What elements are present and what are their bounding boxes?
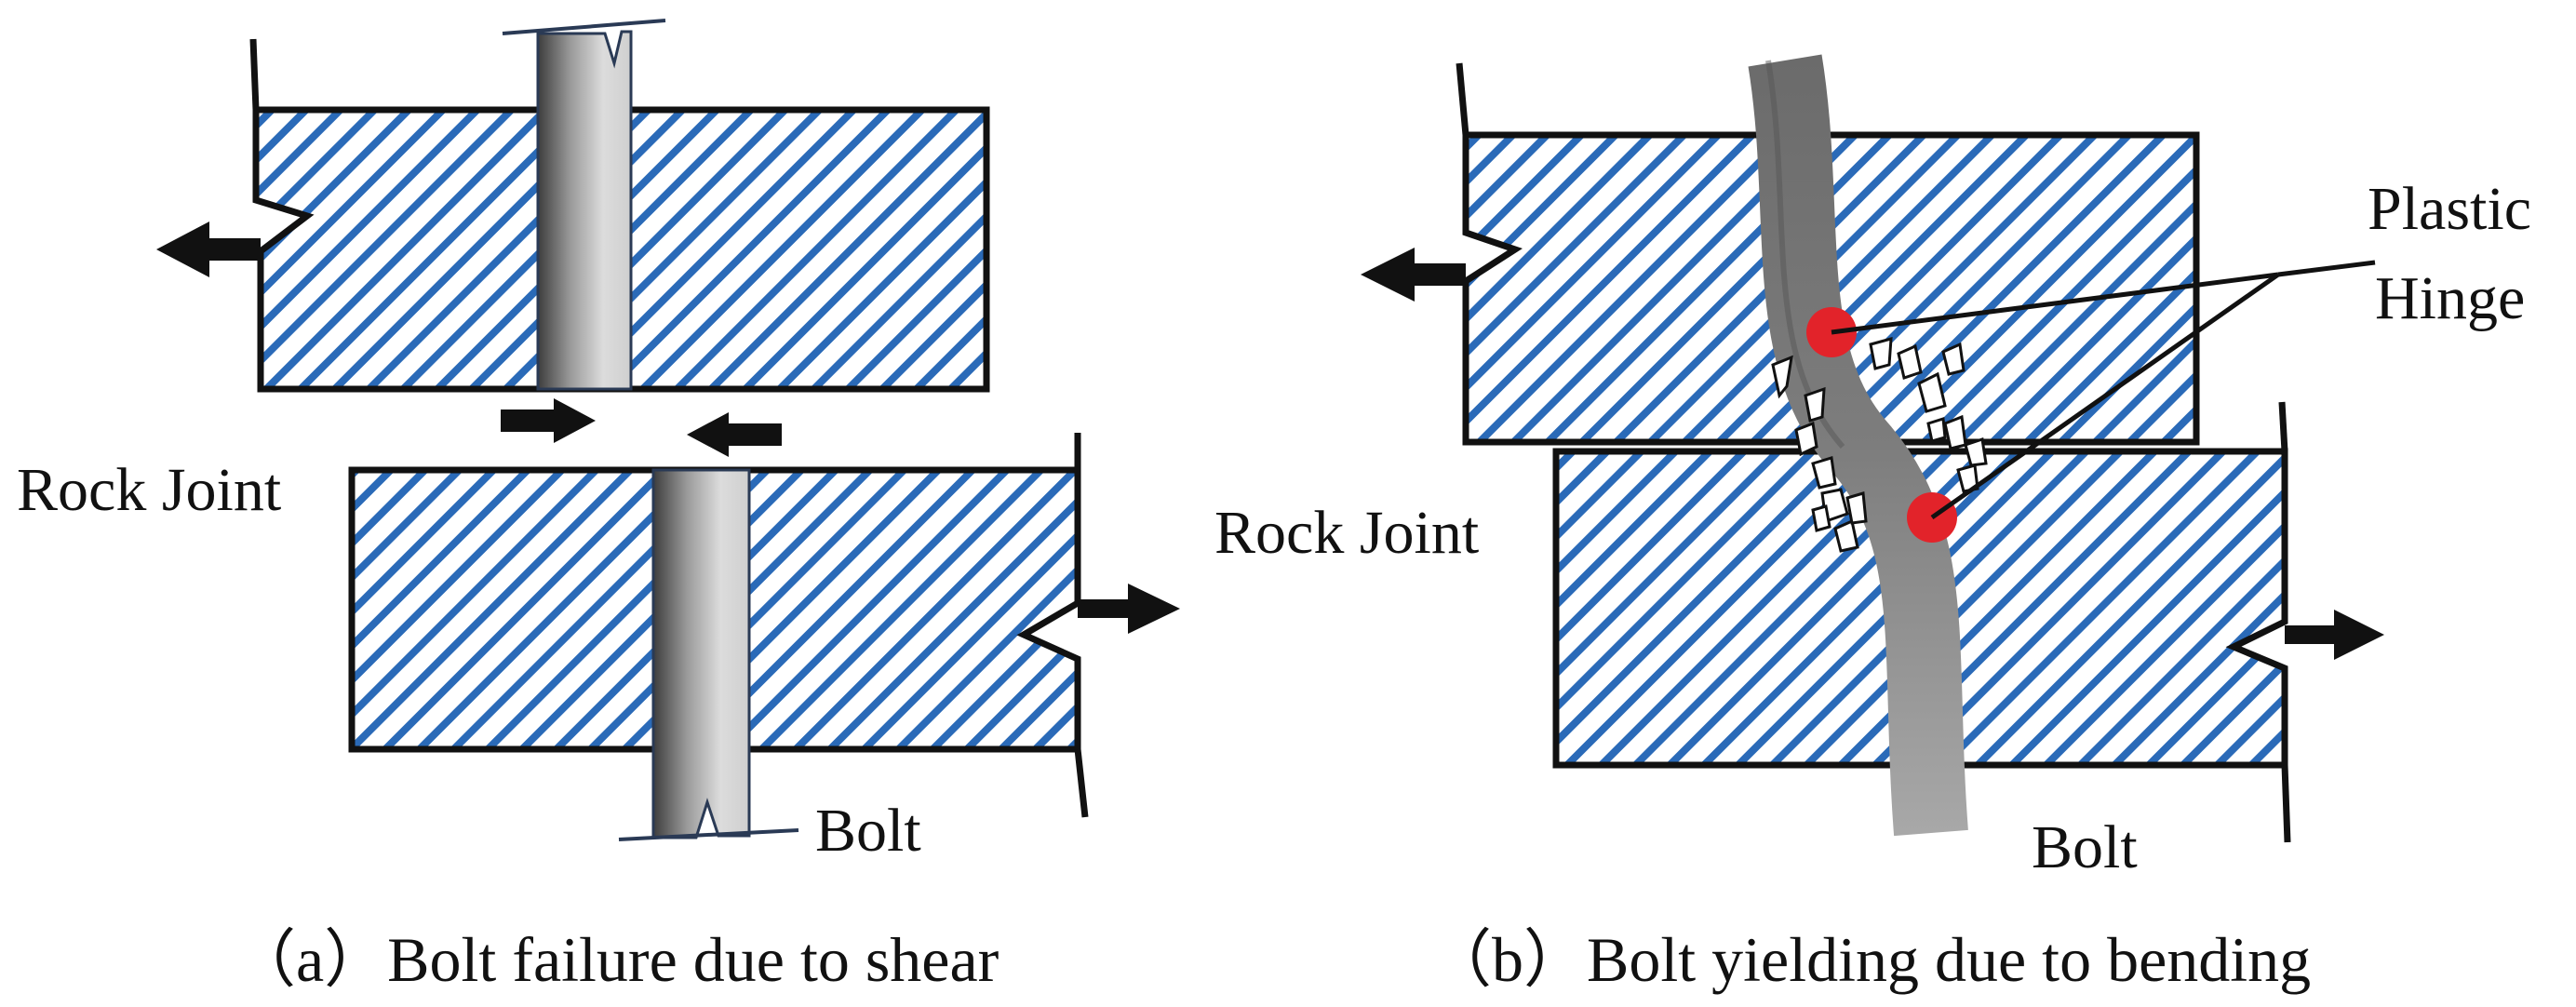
hinge-label: Hinge — [2375, 264, 2525, 332]
bolt-upper-segment-a — [502, 19, 666, 391]
plastic-hinge-leader-lines — [1831, 260, 2376, 520]
arrow-left-icon — [156, 222, 261, 277]
bolt-label-b: Bolt — [2032, 813, 2138, 881]
panel-a: Rock Joint Bolt （a）Bolt failure due to s… — [17, 19, 1180, 995]
plastic-label: Plastic — [2368, 175, 2531, 243]
arrow-right-icon — [2285, 610, 2384, 660]
caption-a: （a）Bolt failure due to shear — [233, 924, 1000, 995]
arrow-right-icon — [501, 398, 596, 443]
arrow-left-icon — [1361, 248, 1466, 302]
bolt-lower-segment-a — [618, 468, 799, 841]
rock-joint-label-a: Rock Joint — [17, 456, 281, 524]
bolt-label-a: Bolt — [815, 797, 921, 865]
arrow-left-icon — [687, 412, 782, 457]
panel-b: Plastic Hinge Rock Joint Bolt （b）Bolt yi… — [1214, 54, 2531, 995]
rock-joint-label-b: Rock Joint — [1214, 499, 1479, 567]
caption-b: （b）Bolt yielding due to bending — [1429, 924, 2311, 995]
crushed-rock-fragments — [1771, 336, 1988, 553]
arrow-right-icon — [1078, 584, 1180, 634]
